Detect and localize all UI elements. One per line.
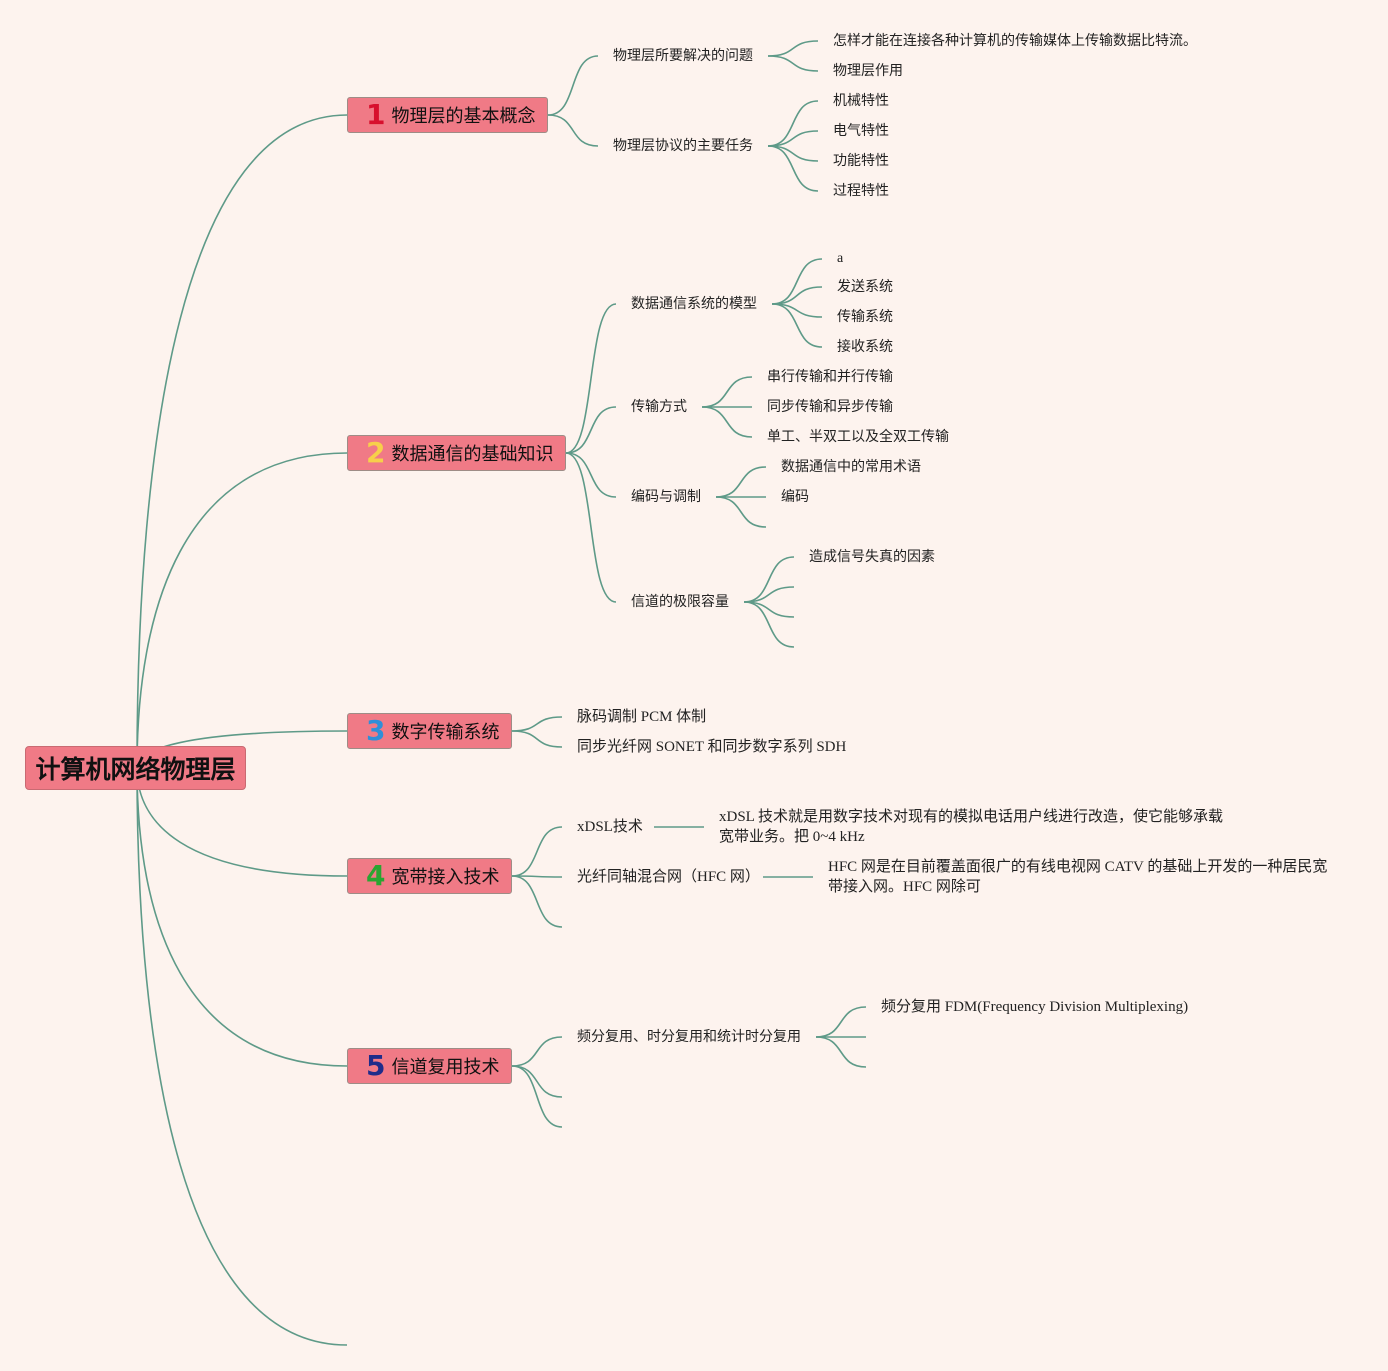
connector-39 [511, 1036, 563, 1067]
t2-model-item-3[interactable]: 传输系统 [837, 309, 893, 325]
t4-hfc-desc[interactable]: HFC 网是在目前覆盖面很广的有线电视网 CATV 的基础上开发的一种居民宽带接… [828, 859, 1328, 895]
topic-5-label: 信道复用技术 [391, 1057, 500, 1078]
t2-model-item-2[interactable]: 发送系统 [837, 279, 893, 295]
connector-35 [511, 875, 563, 878]
number-1-icon: 1 [366, 98, 386, 131]
connector-1 [136, 452, 348, 769]
connector-40 [511, 1065, 563, 1098]
t1-task-item-3[interactable]: 功能特性 [833, 153, 889, 169]
topic-5[interactable]: 5 信道复用技术 [347, 1048, 512, 1084]
connector-22 [701, 376, 753, 408]
t2-mode-item-3[interactable]: 单工、半双工以及全双工传输 [767, 429, 949, 445]
t4-xdsl[interactable]: xDSL技术 [577, 819, 643, 835]
t2-mode-item-1[interactable]: 串行传输和并行传输 [767, 369, 893, 385]
t2-model-item-4[interactable]: 接收系统 [837, 339, 893, 355]
t1-task-item-2[interactable]: 电气特性 [833, 123, 889, 139]
t2-coding-item-1[interactable]: 数据通信中的常用术语 [781, 459, 921, 475]
connector-4 [136, 767, 348, 1067]
connector-14 [565, 303, 617, 454]
topic-2-label: 数据通信的基础知识 [391, 444, 554, 465]
connector-7 [547, 114, 599, 147]
connector-10 [767, 100, 819, 147]
connector-15 [565, 406, 617, 454]
connector-44 [815, 1036, 867, 1068]
connector-33 [511, 730, 563, 748]
t1-problem[interactable]: 物理层所要解决的问题 [613, 48, 753, 64]
connector-28 [743, 556, 795, 603]
connector-34 [511, 826, 563, 877]
connector-27 [715, 496, 767, 528]
t3-item-1[interactable]: 脉码调制 PCM 体制 [577, 709, 707, 725]
t5-mux-item-1[interactable]: 频分复用 FDM(Frequency Division Multiplexing… [881, 999, 1189, 1015]
connector-12 [767, 145, 819, 162]
connector-6 [547, 55, 599, 116]
connector-18 [771, 258, 823, 305]
connector-13 [767, 145, 819, 192]
connector-42 [815, 1006, 867, 1038]
t3-item-2[interactable]: 同步光纤网 SONET 和同步数字系列 SDH [577, 739, 847, 755]
connector-25 [715, 466, 767, 498]
connector-11 [767, 130, 819, 147]
connector-32 [511, 716, 563, 732]
root-topic[interactable]: 计算机网络物理层 [25, 746, 246, 790]
connector-9 [767, 55, 819, 72]
number-2-icon: 2 [366, 436, 386, 469]
t2-model-item-1[interactable]: a [837, 251, 844, 266]
t2-mode-item-2[interactable]: 同步传输和异步传输 [767, 399, 893, 415]
topic-4[interactable]: 4 宽带接入技术 [347, 858, 512, 894]
connector-21 [771, 303, 823, 348]
connector-0 [136, 114, 348, 769]
t5-mux[interactable]: 频分复用、时分复用和统计时分复用 [577, 1029, 801, 1045]
connector-5 [136, 767, 348, 1346]
number-3-icon: 3 [366, 714, 386, 747]
t4-hfc[interactable]: 光纤同轴混合网（HFC 网） [577, 869, 760, 885]
connector-30 [743, 601, 795, 618]
t1-problem-item-2[interactable]: 物理层作用 [833, 63, 903, 79]
topic-1[interactable]: 1 物理层的基本概念 [347, 97, 548, 133]
t4-xdsl-desc[interactable]: xDSL 技术就是用数字技术对现有的模拟电话用户线进行改造，使它能够承载宽带业务… [719, 809, 1224, 845]
connector-41 [511, 1065, 563, 1128]
t2-mode[interactable]: 传输方式 [631, 399, 687, 415]
connector-16 [565, 452, 617, 498]
topic-3[interactable]: 3 数字传输系统 [347, 713, 512, 749]
t1-task-item-4[interactable]: 过程特性 [833, 183, 889, 199]
connector-29 [743, 586, 795, 603]
t2-model[interactable]: 数据通信系统的模型 [631, 296, 757, 312]
connector-36 [511, 875, 563, 928]
t1-problem-item-1[interactable]: 怎样才能在连接各种计算机的传输媒体上传输数据比特流。 [833, 33, 1197, 49]
t1-task-item-1[interactable]: 机械特性 [833, 93, 889, 109]
number-5-icon: 5 [366, 1049, 386, 1082]
connector-17 [565, 452, 617, 603]
t2-coding-item-2[interactable]: 编码 [781, 489, 809, 505]
connector-31 [743, 601, 795, 648]
topic-2[interactable]: 2 数据通信的基础知识 [347, 435, 566, 471]
topic-3-label: 数字传输系统 [391, 722, 500, 743]
connector-19 [771, 286, 823, 305]
number-4-icon: 4 [366, 859, 386, 892]
t2-channel-item-1[interactable]: 造成信号失真的因素 [809, 549, 935, 565]
topic-1-label: 物理层的基本概念 [391, 106, 536, 127]
t2-coding[interactable]: 编码与调制 [631, 489, 701, 505]
topic-4-label: 宽带接入技术 [391, 867, 500, 888]
connector-8 [767, 40, 819, 57]
t1-task[interactable]: 物理层协议的主要任务 [613, 138, 753, 154]
t2-channel[interactable]: 信道的极限容量 [631, 594, 729, 610]
connector-24 [701, 406, 753, 438]
